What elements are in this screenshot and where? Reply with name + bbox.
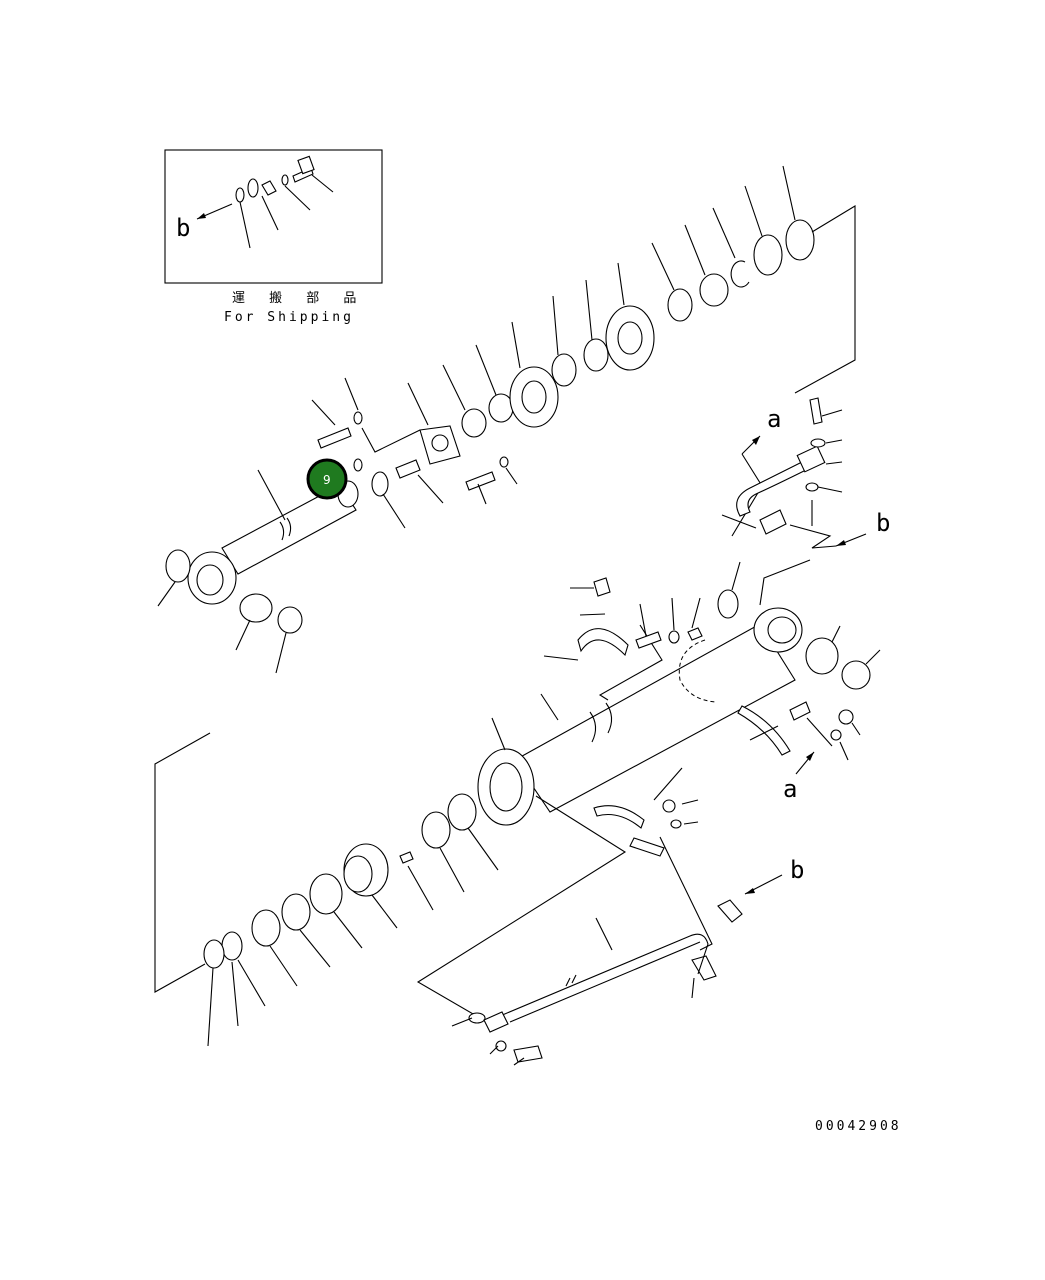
ref-a-top: a [767,405,781,433]
ref-b-bottom: b [790,856,804,884]
callout-marker-9[interactable]: 9 [306,458,348,500]
shipping-inset: b [164,149,383,284]
inset-ref-b: b [176,214,190,242]
ref-a-bottom: a [783,775,797,803]
seal-stack [154,732,627,1047]
rod-assembly [157,458,444,674]
svg-text:9: 9 [323,473,331,487]
cylinder-tube [477,559,881,826]
inset-caption-jp: 運 搬 部 品 [232,291,366,306]
bottom-tube: b [451,836,804,1066]
ref-b-right: b [876,509,890,537]
drawing-number: 00042908 [815,1119,902,1134]
clamp-parts: a [543,577,861,857]
inset-caption-en: For Shipping [224,310,354,325]
tube-assembly: a b [721,397,890,549]
head-parts-row [311,165,856,505]
